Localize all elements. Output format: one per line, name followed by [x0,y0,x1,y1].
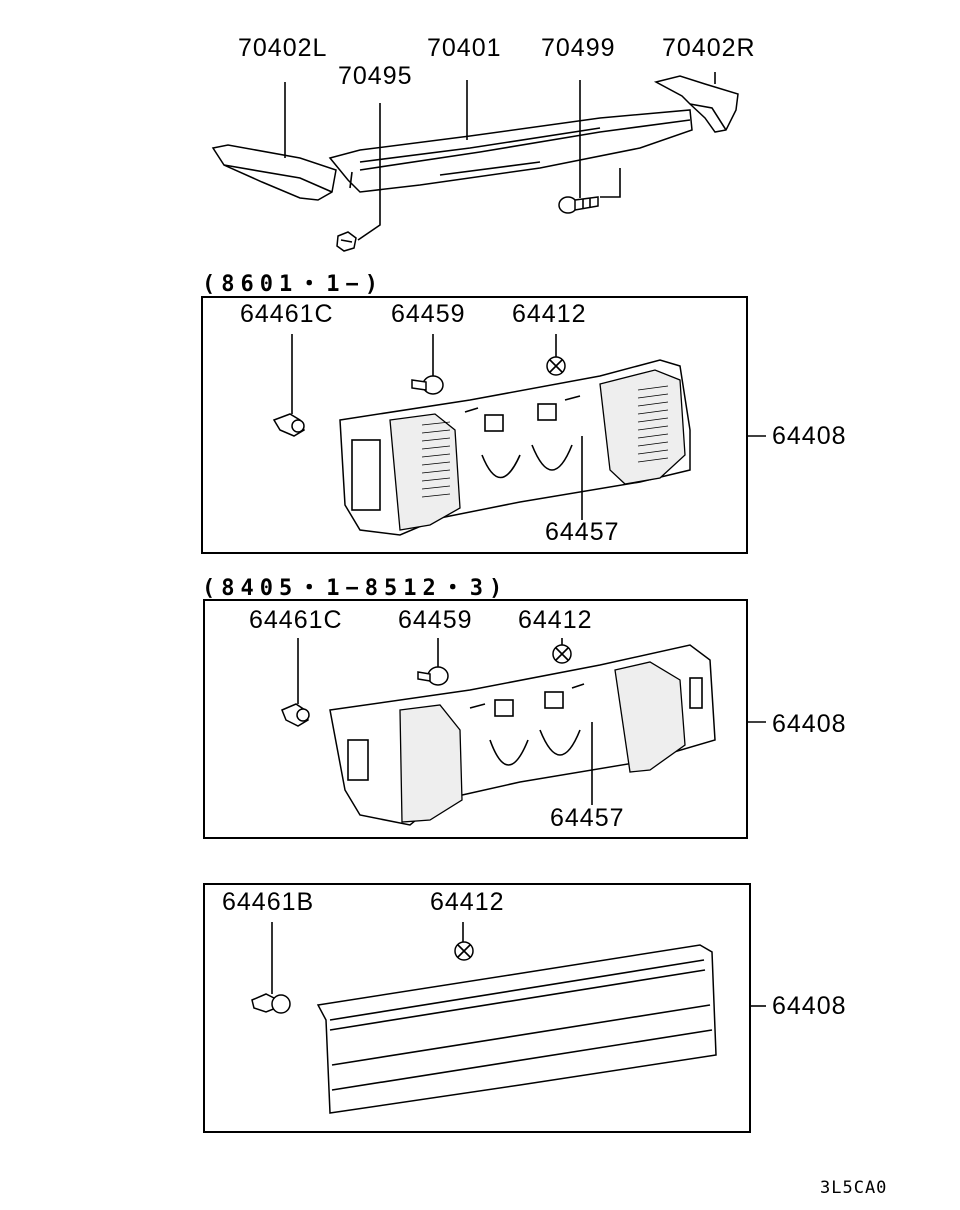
label-panel-b-bolt: 64457 [550,804,625,832]
panel-c-garnish-part [316,944,717,1114]
label-panel-b-nut: 64412 [518,606,593,634]
label-panel-a-clip: 64461C [240,300,334,328]
label-panel-b-garnish: 64408 [772,710,847,738]
label-panel-c-garnish: 64408 [772,992,847,1020]
label-panel-b-screw: 64459 [398,606,473,634]
label-spoiler-center: 70401 [427,34,502,62]
label-spoiler-clip: 70495 [338,62,413,90]
label-panel-a-screw: 64459 [391,300,466,328]
diagram-code: 3L5CA0 [820,1178,888,1198]
panel-a-frame [201,296,748,554]
label-panel-a-bolt: 64457 [545,518,620,546]
spoiler-clip-part [336,231,357,252]
spoiler-center-part [328,109,693,193]
panel-c-nut-part [454,941,474,961]
panel-a-garnish-part [339,359,691,536]
label-spoiler-right-end: 70402R [662,34,756,62]
label-spoiler-screw: 70499 [541,34,616,62]
panel-b-garnish-part [329,644,716,826]
label-panel-a-nut: 64412 [512,300,587,328]
label-panel-c-clip: 64461B [222,888,315,916]
panel-b-clip-part [281,703,310,727]
spoiler-assembly [211,72,739,252]
label-panel-a-garnish: 64408 [772,422,847,450]
panel-a [201,296,766,554]
panel-b [203,599,766,839]
panel-c-clip-part [251,993,291,1014]
panel-c-frame [203,883,751,1133]
spoiler-screw-part [558,196,599,214]
panel-c [203,883,766,1133]
label-panel-b-clip: 64461C [249,606,343,634]
panel-a-nut-part [546,356,566,376]
panel-a-clip-part [272,413,305,437]
panel-b-header: (8405・1−8512・3) [202,576,509,601]
label-panel-c-nut: 64412 [430,888,505,916]
label-spoiler-left-end: 70402L [238,34,328,62]
spoiler-left-end-part [211,144,337,201]
panel-a-header: (8601・1−) [202,272,384,297]
panel-a-screw-part [411,375,444,395]
panel-b-nut-part [552,644,572,664]
panel-b-screw-part [417,666,449,686]
panel-b-frame [203,599,748,839]
